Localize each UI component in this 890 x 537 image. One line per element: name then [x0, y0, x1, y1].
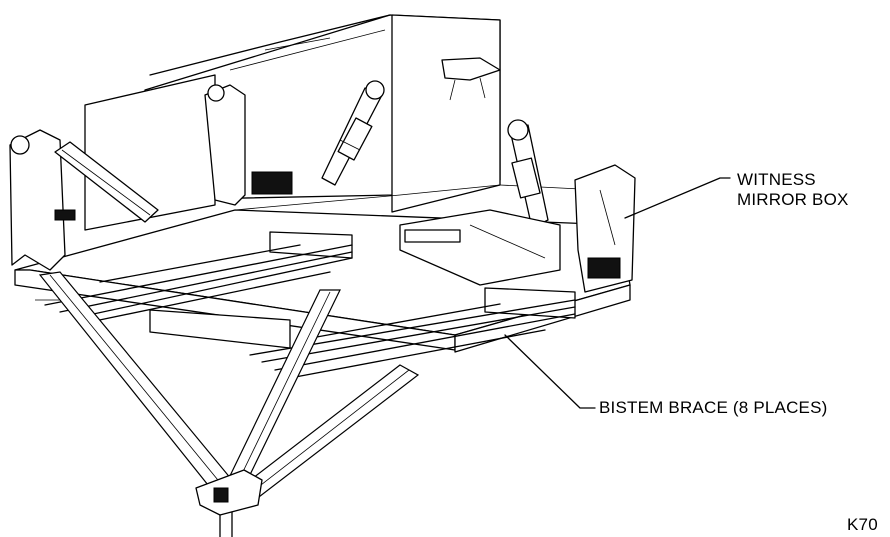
tripod-apex-fitting: [195, 469, 263, 537]
center-actuator: [321, 80, 385, 186]
bistem-brace-group-left: [35, 231, 353, 323]
right-actuator: [507, 119, 549, 229]
tripod-struts: [38, 271, 420, 501]
left-actuator-rod: [54, 141, 159, 223]
bistem-brace-label: BISTEM BRACE (8 PLACES): [599, 398, 828, 417]
witness-mirror-box-label-line1: WITNESS: [737, 170, 816, 189]
top-fitting: [441, 57, 501, 101]
enclosure-underside: [149, 309, 291, 349]
figure-id-label: K70: [847, 515, 878, 534]
witness-mirror-box-label-line2: MIRROR BOX: [737, 190, 849, 209]
witness-mirror-box-label: WITNESS MIRROR BOX: [737, 170, 849, 210]
leader-lines: [504, 177, 731, 409]
witness-mirror-box: [399, 164, 636, 293]
left-support-posts: [9, 84, 293, 271]
enclosure-back-walls: [84, 14, 501, 231]
